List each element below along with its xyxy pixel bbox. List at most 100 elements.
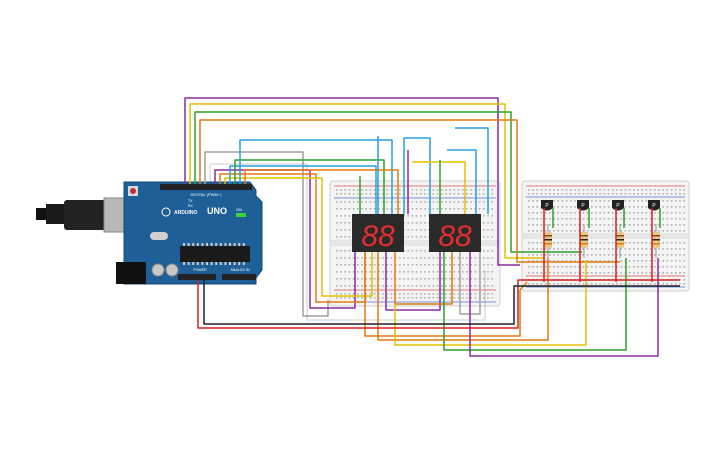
wire-blue-5[interactable] — [455, 127, 489, 214]
breadboard-hole — [340, 271, 342, 273]
chip-pin — [215, 262, 218, 265]
display-2-body — [429, 214, 481, 252]
seven-segment-display-2[interactable]: 88 — [429, 214, 481, 253]
breadboard-hole — [399, 201, 401, 203]
breadboard-hole — [595, 248, 597, 250]
breadboard-hole — [670, 248, 673, 250]
breadboard-hole — [420, 215, 422, 217]
wire-yellow-top[interactable] — [189, 103, 545, 259]
breadboard-hole — [683, 206, 685, 208]
wire-purple-4[interactable] — [385, 252, 441, 311]
breadboard-hole — [441, 257, 443, 259]
wire-purple-2[interactable] — [214, 169, 356, 309]
breadboard-hole — [679, 248, 681, 250]
breadboard-hole — [432, 293, 435, 295]
resistor-3[interactable] — [616, 224, 624, 258]
seven-segment-display-1[interactable]: 88 — [352, 214, 404, 253]
breadboard-hole — [344, 222, 346, 224]
breadboard-hole — [420, 189, 422, 191]
wire-blue-3[interactable] — [403, 137, 431, 214]
breadboard-hole — [528, 242, 530, 244]
breadboard-hole — [645, 218, 648, 220]
wire-purple-top[interactable] — [184, 97, 520, 266]
wire-black-ground[interactable] — [203, 280, 680, 325]
breadboard-hole — [420, 250, 422, 252]
wire-purple-5[interactable] — [469, 252, 659, 357]
breadboard-hole — [679, 260, 681, 262]
wire-blue-2[interactable] — [239, 139, 393, 214]
wire-red-power[interactable] — [197, 279, 680, 329]
breadboard-hole — [483, 257, 485, 259]
breadboard-hole — [679, 242, 681, 244]
resistor-4[interactable] — [652, 224, 660, 258]
breadboard-hole — [612, 283, 614, 285]
breadboard-hole — [616, 248, 618, 250]
breadboard-hole — [603, 189, 606, 191]
breadboard-hole — [633, 254, 635, 256]
breadboard-hole — [336, 285, 338, 287]
breadboard-hole — [679, 230, 681, 232]
transistor-2[interactable]: P — [577, 200, 589, 211]
breadboard-hole — [662, 189, 664, 191]
breadboard-hole — [411, 222, 414, 224]
wire-orange-top[interactable] — [199, 119, 620, 263]
breadboard-hole — [670, 218, 673, 220]
wire-green-top[interactable] — [194, 111, 582, 253]
power-header — [178, 274, 216, 280]
usb-plug[interactable] — [64, 200, 116, 230]
breadboard-hole — [561, 193, 564, 195]
breadboard-hole — [344, 189, 346, 191]
wire-blue-4[interactable] — [447, 149, 477, 214]
transistor-4[interactable]: P — [648, 200, 660, 211]
breadboard-hole — [624, 212, 627, 214]
wire-green-5[interactable] — [443, 252, 627, 351]
wire-orange-4[interactable] — [394, 252, 453, 305]
wire-orange-3[interactable] — [244, 169, 399, 214]
breadboard-hole — [574, 212, 576, 214]
breadboard-hole — [449, 285, 451, 287]
wire-orange-5[interactable] — [364, 252, 528, 337]
breadboard-hole — [361, 257, 363, 259]
reset-button[interactable] — [130, 188, 136, 194]
breadboard-hole — [540, 193, 543, 195]
wire-orange-6[interactable] — [377, 252, 549, 341]
breadboard-hole — [670, 200, 673, 202]
wire-yellow-3[interactable] — [412, 161, 466, 214]
breadboard-hole — [675, 283, 677, 285]
breadboard-hole — [557, 193, 559, 195]
breadboard-hole — [628, 272, 631, 274]
resistor-2[interactable] — [580, 224, 588, 258]
transistor-3[interactable]: P — [612, 200, 624, 211]
arduino-uno[interactable]: DIGITAL (PWM~) ARDUINO UNO ON TX RX POWE… — [36, 181, 263, 285]
breadboard-hole — [483, 222, 485, 224]
breadboard-hole — [540, 242, 543, 244]
breadboard-hole — [474, 264, 477, 266]
breadboard-hole — [624, 193, 627, 195]
breadboard-hole — [365, 208, 367, 210]
breadboard-hole — [540, 272, 543, 274]
breadboard-hole — [336, 271, 338, 273]
wire-gray-1[interactable] — [204, 151, 329, 317]
wire-green-2[interactable] — [234, 159, 385, 214]
wire-blue-1[interactable] — [229, 165, 377, 214]
breadboard-hole — [483, 193, 485, 195]
breadboard-hole — [641, 248, 643, 250]
breadboard-hole — [586, 260, 589, 262]
breadboard-hole — [373, 193, 376, 195]
breadboard-hole — [352, 271, 355, 273]
wire-yellow-2[interactable] — [224, 177, 373, 297]
breadboard-hole — [641, 272, 643, 274]
chip-pin — [196, 243, 199, 246]
breadboard-hole — [344, 229, 346, 231]
transistor-1[interactable]: P — [541, 200, 553, 211]
breadboard-hole — [637, 230, 639, 232]
breadboard-hole — [369, 208, 372, 210]
breadboard-hole — [607, 193, 610, 195]
breadboard-hole — [457, 201, 460, 203]
breadboard-hole — [582, 248, 585, 250]
breadboard-hole — [403, 297, 405, 299]
breadboard-hole — [373, 201, 376, 203]
breadboard-hole — [386, 264, 388, 266]
